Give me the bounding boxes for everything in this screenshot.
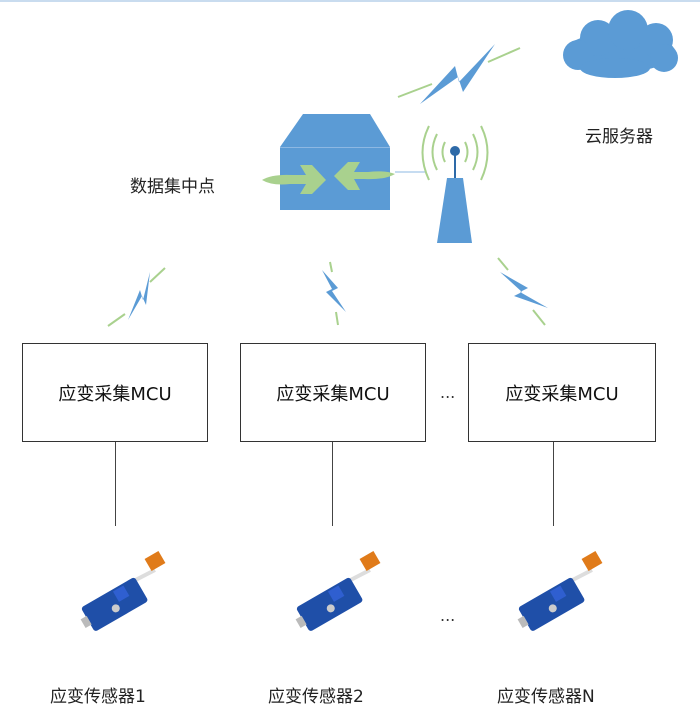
connector-line: [115, 442, 116, 526]
connector-line: [332, 442, 333, 526]
data-hub-label: 数据集中点: [130, 177, 215, 197]
antenna-icon: [421, 125, 489, 243]
strain-sensor-icon: [517, 550, 603, 631]
mcu-label: 应变采集MCU: [58, 383, 172, 405]
sensor-label-n: 应变传感器N: [497, 687, 595, 707]
cloud-icon: [563, 10, 678, 78]
connector-line: [553, 442, 554, 526]
data-hub-icon: [262, 114, 425, 210]
mcu-box-2: 应变采集MCU: [240, 343, 426, 442]
mcu-box-n: 应变采集MCU: [468, 343, 656, 442]
sensor-label-1: 应变传感器1: [50, 687, 146, 707]
mcu-box-1: 应变采集MCU: [22, 343, 208, 442]
mcu-ellipsis: ...: [440, 383, 456, 402]
strain-sensor-icon: [295, 550, 381, 631]
sensor-ellipsis: ...: [440, 606, 456, 625]
strain-sensor-icon: [80, 550, 166, 631]
sensor-label-2: 应变传感器2: [268, 687, 364, 707]
cloud-server-label: 云服务器: [585, 127, 653, 147]
wireless-link-icon: [322, 261, 346, 326]
wireless-link-icon: [397, 44, 521, 104]
mcu-label: 应变采集MCU: [276, 383, 390, 405]
mcu-label: 应变采集MCU: [505, 383, 619, 405]
wireless-link-icon: [497, 257, 548, 326]
top-border: [0, 0, 700, 2]
wireless-link-icon: [107, 267, 166, 327]
